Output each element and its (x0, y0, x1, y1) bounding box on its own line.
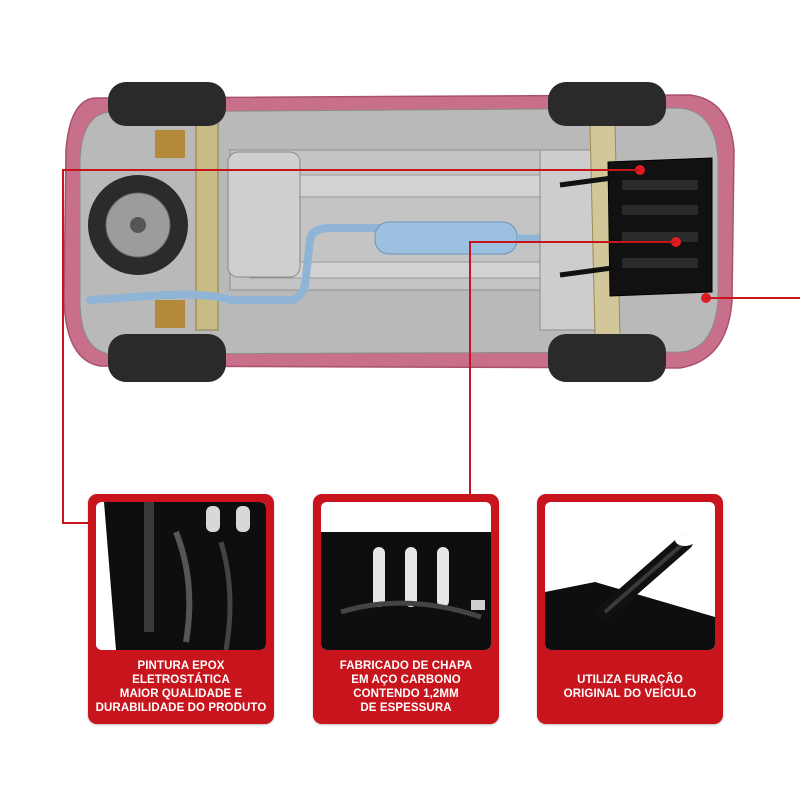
rear-left-wheel (108, 82, 226, 126)
feature-caption: FABRICADO DE CHAPA EM AÇO CARBONO CONTEN… (339, 660, 473, 714)
photo-skid-plate-slots (321, 502, 491, 650)
front-left-wheel (548, 82, 666, 126)
feature-card-paint: PINTURA EPOX ELETROSTÁTICA MAIOR QUALIDA… (88, 494, 274, 724)
car-underside-image (63, 82, 735, 382)
callout-dot-3 (701, 293, 711, 303)
callout-dot-1 (635, 165, 645, 175)
rear-right-wheel (108, 334, 226, 382)
skid-plate (607, 157, 713, 297)
car-underside-drawing (63, 82, 735, 382)
photo-skid-plate-surface (96, 502, 266, 650)
feature-caption: UTILIZA FURAÇÃO ORIGINAL DO VEÍCULO (563, 674, 697, 700)
front-right-wheel (548, 334, 666, 382)
photo-mounting-bracket (545, 502, 715, 650)
feature-caption: PINTURA EPOX ELETROSTÁTICA MAIOR QUALIDA… (95, 660, 267, 714)
feature-card-mounting: UTILIZA FURAÇÃO ORIGINAL DO VEÍCULO (537, 494, 723, 724)
callout-dot-2 (671, 237, 681, 247)
muffler (374, 221, 518, 255)
feature-card-material: FABRICADO DE CHAPA EM AÇO CARBONO CONTEN… (313, 494, 499, 724)
